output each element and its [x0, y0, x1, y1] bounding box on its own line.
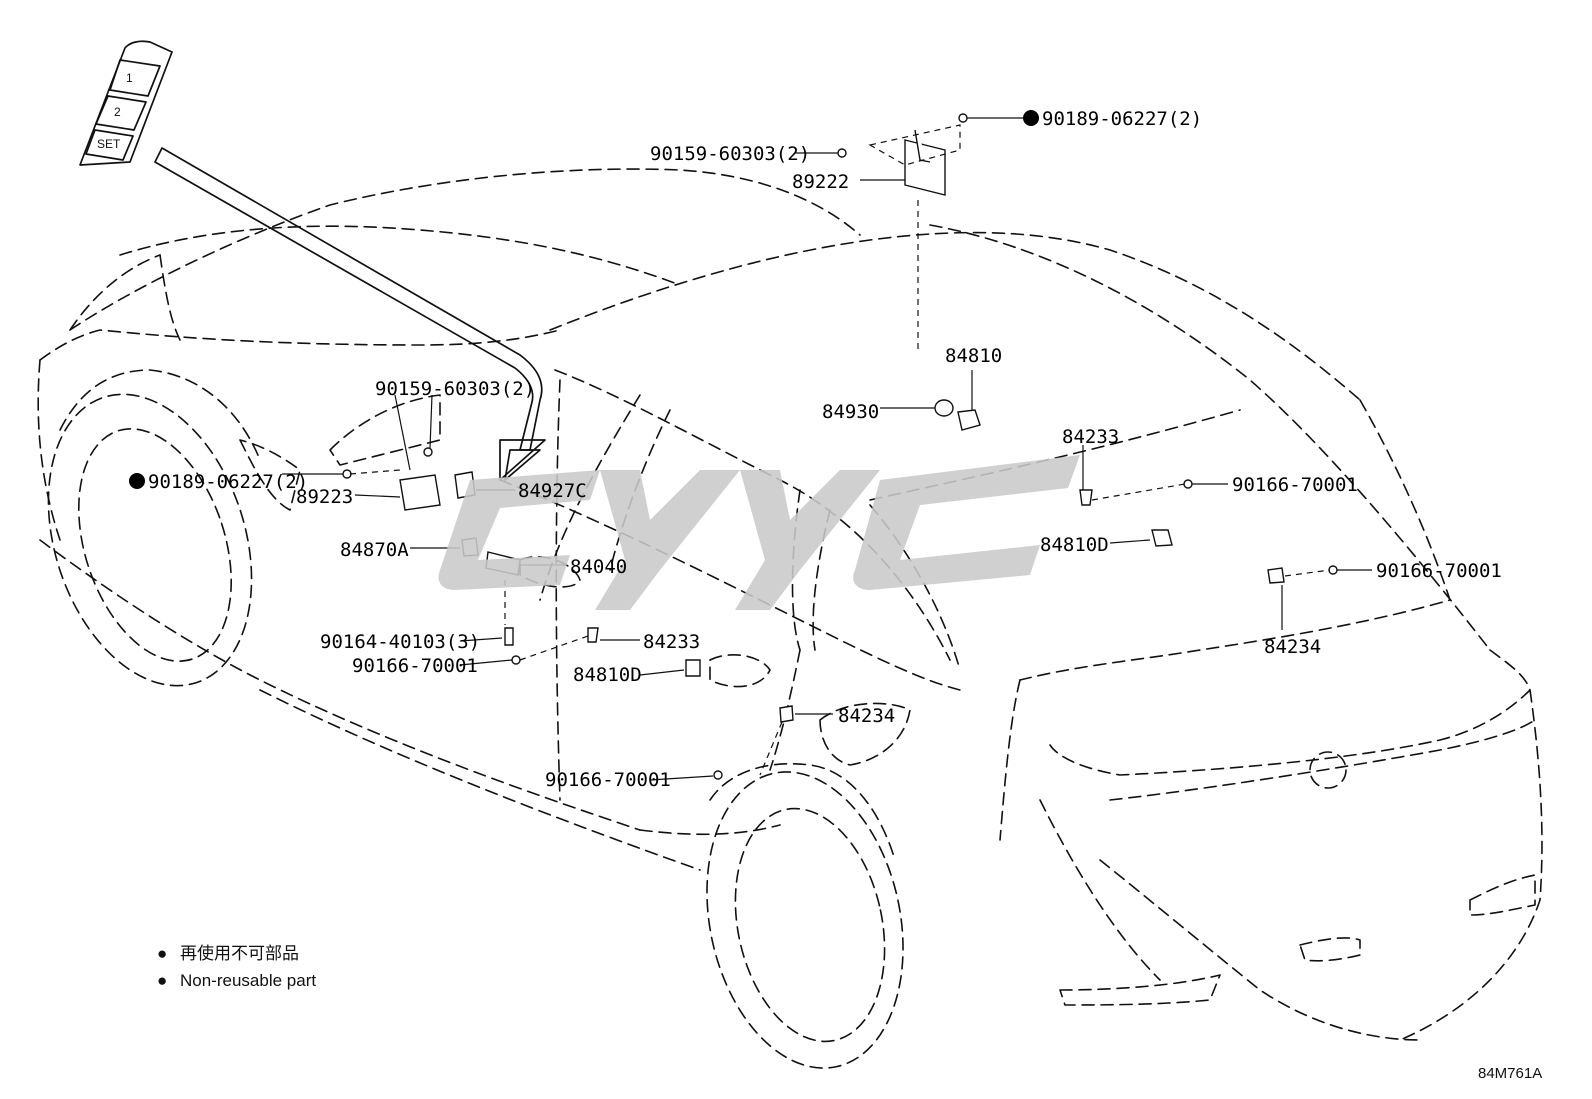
- callout-84040: 84040: [570, 556, 627, 578]
- callout-90159-60303-left: 90159-60303(2): [375, 378, 535, 400]
- callout-84234-left: 84234: [838, 705, 895, 727]
- legend-bullet-2: ●: [157, 971, 167, 990]
- switch-button-set-label: SET: [97, 137, 121, 151]
- callout-84927c: 84927C: [518, 480, 587, 502]
- callout-89222: 89222: [792, 171, 849, 193]
- callout-90166-70001-left: 90166-70001: [352, 655, 478, 677]
- memory-switch: 1 2 SET: [79, 40, 173, 166]
- callout-84810d-right: 84810D: [1040, 534, 1109, 556]
- callout-89223: 89223: [296, 486, 353, 508]
- callout-84233-left: 84233: [643, 631, 700, 653]
- parts: [342, 113, 1338, 780]
- non-reusable-marker-1: [1023, 110, 1039, 126]
- part-84810d-right: [1151, 529, 1173, 547]
- watermark: cyyc: [438, 455, 1080, 610]
- callout-90189-06227-top: 90189-06227(2): [1042, 108, 1202, 130]
- callout-84810: 84810: [945, 345, 1002, 367]
- callout-90189-06227-left: 90189-06227(2): [148, 471, 308, 493]
- leader-lines: [282, 117, 1372, 781]
- legend: ● 再使用不可部品 ● Non-reusable part: [157, 943, 316, 990]
- part-90189-top: [958, 113, 968, 123]
- callout-labels: 90189-06227(2) 90159-60303(2) 89222 8481…: [129, 108, 1502, 791]
- callout-90166-70001-right-bottom: 90166-70001: [1376, 560, 1502, 582]
- part-84810: [957, 409, 981, 431]
- callout-84930: 84930: [822, 401, 879, 423]
- part-84233-right: [1079, 489, 1093, 506]
- part-84234-right: [1267, 567, 1285, 584]
- non-reusable-marker-2: [129, 473, 145, 489]
- detail-arrow: [154, 147, 546, 481]
- part-90159-top: [837, 148, 847, 158]
- legend-text-en: Non-reusable part: [180, 971, 316, 990]
- callout-90166-70001-bottom: 90166-70001: [545, 769, 671, 791]
- callout-90159-60303-top: 90159-60303(2): [650, 143, 810, 165]
- part-89223: [399, 474, 441, 511]
- callout-84810d-left: 84810D: [573, 664, 642, 686]
- switch-button-2-label: 2: [114, 105, 121, 119]
- legend-bullet-1: ●: [157, 944, 167, 963]
- callout-84233-right: 84233: [1062, 426, 1119, 448]
- part-89222: [904, 139, 946, 196]
- callout-84234-right: 84234: [1264, 636, 1321, 658]
- callout-90164-40103: 90164-40103(3): [320, 631, 480, 653]
- part-84930: [934, 399, 954, 417]
- legend-text-jp: 再使用不可部品: [180, 943, 299, 963]
- switch-button-1-label: 1: [126, 71, 133, 85]
- diagram-code: 84M761A: [1478, 1065, 1542, 1082]
- callout-84870a: 84870A: [340, 539, 409, 561]
- callout-90166-70001-right-top: 90166-70001: [1232, 474, 1358, 496]
